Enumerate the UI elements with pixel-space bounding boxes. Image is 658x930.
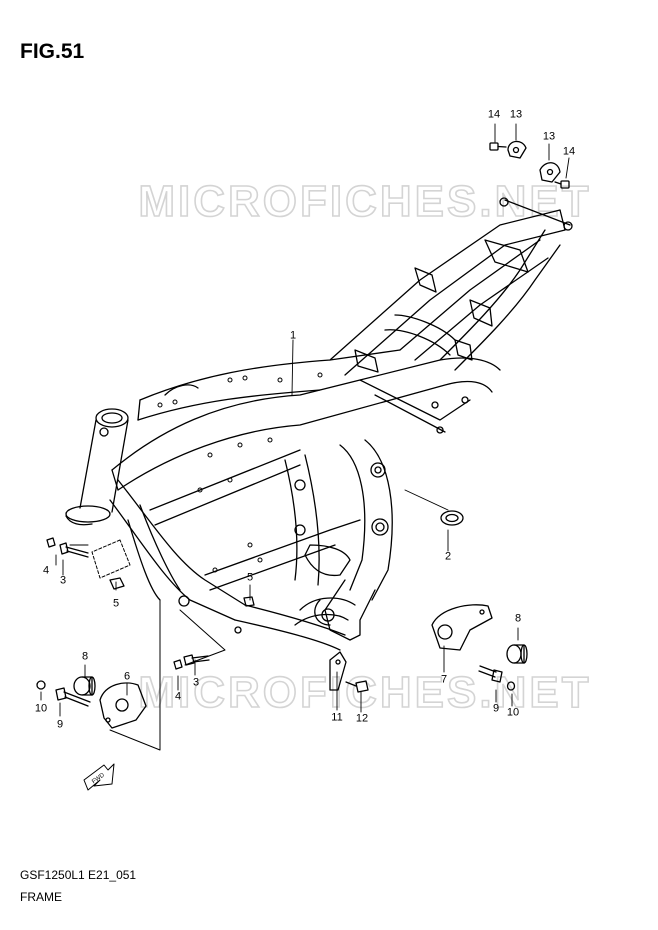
hardware-bolt-9b xyxy=(478,665,503,683)
watermark-upper: MICROFICHES.NET xyxy=(138,177,591,226)
footer-model-code: GSF1250L1 E21_051 xyxy=(20,868,137,882)
callout-9-bolt-left: 9 xyxy=(56,718,64,731)
figure-title: FIG.51 xyxy=(20,40,85,63)
callout-5-nut-left: 5 xyxy=(112,597,120,610)
watermark-lower: MICROFICHES.NET xyxy=(138,668,591,717)
callout-8-spacer-right: 8 xyxy=(514,612,522,625)
hardware-top-bolt-14a xyxy=(489,142,507,151)
hardware-bracket-6 xyxy=(99,682,147,729)
hardware-nut-4a xyxy=(46,537,56,548)
callout-12-bolt: 12 xyxy=(355,712,369,725)
callout-14-top-right: 14 xyxy=(562,145,576,158)
hardware-nut-4b xyxy=(173,659,183,670)
callout-9-bolt-right: 9 xyxy=(492,702,500,715)
footer-section-name: FRAME xyxy=(20,890,62,904)
hardware-top-bracket-13b xyxy=(539,162,561,183)
callout-3-bolt-upper: 3 xyxy=(59,574,67,587)
forward-arrow-icon: FWD xyxy=(83,763,115,791)
frame-cross-members xyxy=(149,439,393,626)
frame-main-spar xyxy=(111,349,501,491)
leader-lines xyxy=(40,123,570,717)
frame-holes xyxy=(157,372,323,573)
down-tubes xyxy=(109,479,346,651)
hardware-grommet-2 xyxy=(440,510,464,526)
callout-4-nut-upper: 4 xyxy=(42,564,50,577)
seat-rail xyxy=(329,197,573,434)
head-pipe xyxy=(65,408,129,526)
callout-13-top-left: 13 xyxy=(509,108,523,121)
hardware-nut-10b xyxy=(506,681,516,691)
hardware-bolt-12 xyxy=(345,680,369,693)
callout-6-bracket: 6 xyxy=(123,670,131,683)
hardware-bracket-11 xyxy=(329,651,347,691)
callout-10-nut-left: 10 xyxy=(34,702,48,715)
hardware-nut-5a xyxy=(109,577,125,590)
hardware-top-bolt-14b xyxy=(554,180,570,189)
hardware-spacer-8a xyxy=(73,676,96,696)
pivot-section xyxy=(314,579,376,641)
callout-5-nut-centre: 5 xyxy=(246,571,254,584)
hardware-bolt-3a xyxy=(59,542,89,558)
callout-10-nut-right: 10 xyxy=(506,706,520,719)
hardware-bolt-9a xyxy=(55,687,91,707)
callout-4-nut-lower: 4 xyxy=(174,690,182,703)
hardware-bracket-7 xyxy=(431,604,493,651)
callout-11-bracket: 11 xyxy=(331,711,343,724)
hardware-bolt-3b xyxy=(183,654,210,666)
assembly-box-left xyxy=(69,539,226,751)
callout-3-bolt-lower: 3 xyxy=(192,676,200,689)
callout-14-top-left: 14 xyxy=(487,108,501,121)
hardware-spacer-8b xyxy=(506,644,528,664)
hardware-nut-5b xyxy=(243,596,255,607)
callout-13-top-right: 13 xyxy=(542,130,556,143)
callout-2-grommet: 2 xyxy=(444,550,452,563)
hardware-nut-10a xyxy=(36,680,46,690)
callout-8-spacer-left: 8 xyxy=(81,650,89,663)
hardware-top-bracket-13a xyxy=(507,140,527,159)
callout-7-bracket: 7 xyxy=(440,673,448,686)
callout-1-frame: 1 xyxy=(289,329,297,342)
